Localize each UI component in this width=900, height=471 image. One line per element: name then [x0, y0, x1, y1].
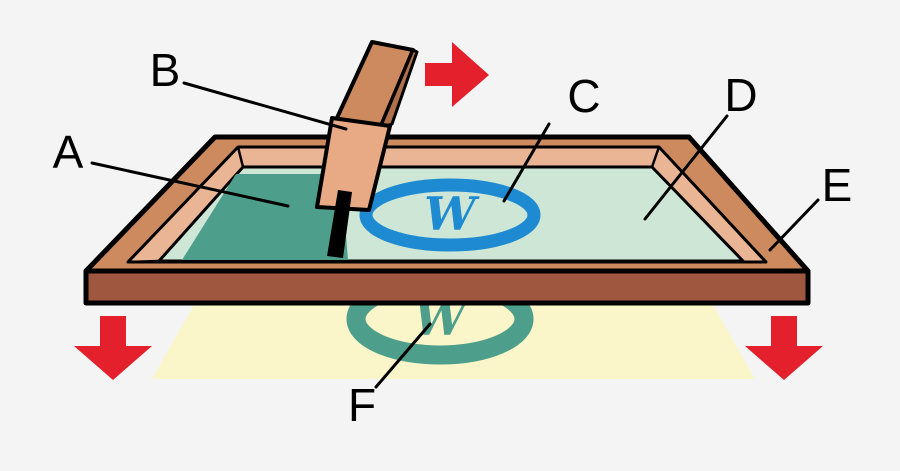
bevel-edge-right — [650, 146, 661, 168]
label-f: F — [348, 379, 376, 431]
arrow-down-icon — [745, 316, 823, 380]
leader-line-b — [182, 81, 348, 131]
label-a: A — [53, 126, 84, 178]
label-e: E — [822, 159, 853, 211]
leader-line-d — [643, 114, 729, 221]
label-d: D — [724, 69, 757, 121]
arrow-right-icon — [425, 42, 489, 107]
bevel-edge-left — [236, 146, 245, 168]
leader-line-f — [374, 322, 432, 389]
paper-substrate — [152, 303, 755, 379]
squeegee-front — [315, 116, 392, 212]
label-c: C — [567, 70, 600, 122]
ink-pool — [182, 174, 348, 260]
arrow-down-icon — [74, 316, 152, 380]
label-b: B — [150, 44, 181, 96]
squeegee-blade — [327, 190, 352, 258]
stencil-image: W — [359, 178, 541, 252]
stencil-letter: W — [424, 187, 480, 241]
stencil-ring — [359, 178, 541, 252]
leader-lines — [90, 81, 820, 389]
bevel-edge-bottom-left — [127, 259, 160, 264]
leader-line-c — [502, 122, 551, 203]
frame-front — [83, 268, 811, 306]
squeegee — [315, 40, 419, 258]
leader-line-e — [768, 198, 820, 252]
leader-line-a — [90, 161, 290, 208]
